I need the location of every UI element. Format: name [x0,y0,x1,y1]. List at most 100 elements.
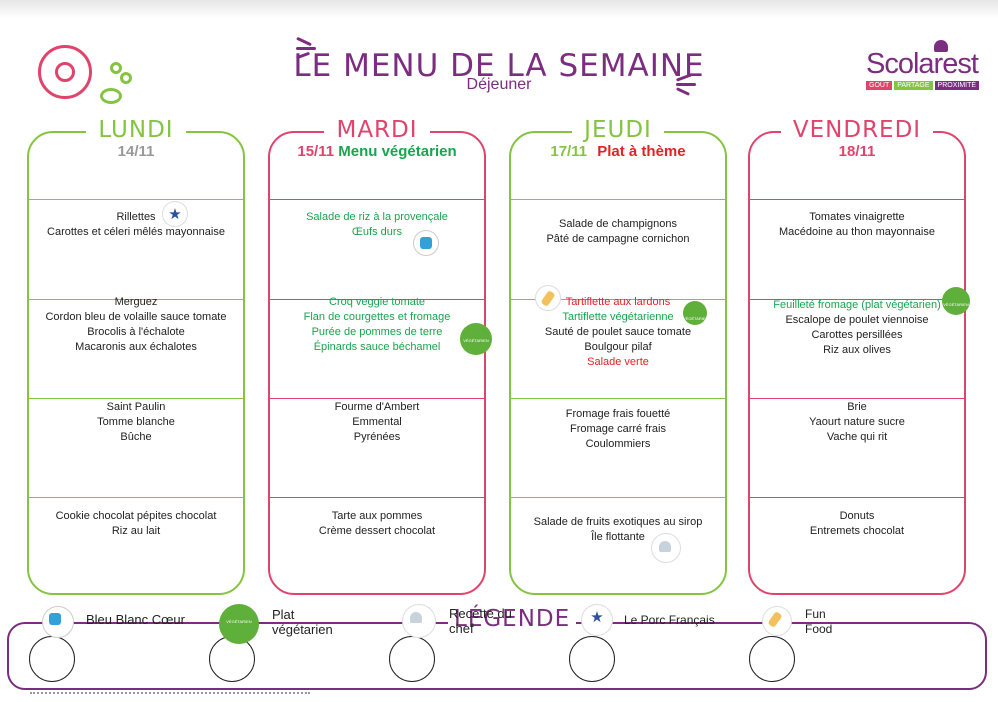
menu-item: Riz aux olives [823,344,891,356]
legend-checkbox [569,636,615,682]
menu-item: Cordon bleu de volaille sauce tomate [45,311,227,323]
day-name: VENDREDI [750,117,964,143]
menu-section-plat: Tartiflette aux lardons Tartiflette végé… [511,295,725,370]
menu-section-dessert: Salade de fruits exotiques au sirop Île … [511,515,725,545]
logo-wordmark: Scolarest [866,48,979,80]
menu-item: Merguez [114,296,158,308]
menu-item: Purée de pommes de terre [311,326,443,338]
vegetarian-icon [942,287,970,315]
scolarest-logo: Scolarest GOÛT PARTAGE PROXIMITÉ [866,40,982,90]
menu-item: Salade verte [587,356,649,368]
legend-checkbox [29,636,75,682]
menu-item: Coulommiers [585,438,651,450]
menu-item: Salade de champignons [558,218,678,230]
logo-tag: GOÛT [866,81,893,90]
menu-item: Œufs durs [351,226,403,238]
legend-checkbox [749,636,795,682]
day-name: LUNDI [29,117,243,143]
menu-section-entree: Salade de riz à la provençale Œufs durs [270,210,484,240]
menu-item: Tomates vinaigrette [809,211,905,223]
chef-hat-icon [651,533,681,563]
menu-item: Sauté de poulet sauce tomate [544,326,692,338]
logo-tagline: GOÛT PARTAGE PROXIMITÉ [866,81,982,90]
vegetarian-icon [219,604,259,644]
day-note: Plat à thème [597,143,686,160]
day-column-lundi: LUNDI 14/11 Rillettes Carottes et céleri… [27,117,245,595]
menu-item: Saint Paulin [106,401,166,413]
bottom-dotted-line [30,692,310,694]
logo-tag: PARTAGE [894,81,933,90]
menu-item: Emmental [352,416,402,428]
menu-item: Tarte aux pommes [331,510,423,522]
day-column-vendredi: VENDREDI 18/11 Tomates vinaigrette Macéd… [748,117,970,595]
day-column-mardi: MARDI 15/11 Menu végétarien Salade de ri… [268,117,492,595]
menu-item: Macaronis aux échalotes [75,341,197,353]
page-title: LE MENU DE LA SEMAINE [293,48,705,84]
menu-item: Pyrénées [353,431,401,443]
menu-item: Fromage frais fouetté [565,408,671,420]
pea-deco-icon [100,88,122,104]
day-column-jeudi: JEUDI 17/11 Plat à thème Salade de champ… [509,117,727,595]
menu-item: Salade de fruits exotiques au sirop [533,516,703,528]
day-name: JEUDI [511,117,725,143]
menu-section-entree: Salade de champignons Pâté de campagne c… [511,217,725,247]
page-subtitle: Déjeuner [466,76,532,93]
legend-checkbox [209,636,255,682]
fun-food-icon [762,606,792,636]
day-date: 15/11 Menu végétarien [297,143,457,160]
day-note: Menu végétarien [338,143,457,160]
menu-item: Salade de riz à la provençale [306,211,448,223]
menu-item: Feuilleté fromage (plat végétarien) [773,299,941,311]
legend-title: LÉGENDE [448,606,577,632]
menu-item: Crème dessert chocolat [318,525,436,537]
day-date: 17/11 Plat à thème [550,143,686,160]
donut-deco-icon [38,45,92,99]
legend-checkbox [389,636,435,682]
menu-item: Carottes persillées [811,329,903,341]
menu-item: Vache qui rit [826,431,888,443]
menu-section-dessert: Donuts Entremets chocolat [750,509,964,539]
menu-item: Donuts [839,510,875,522]
fun-food-icon [535,285,561,311]
top-shadow-bar [0,0,998,18]
header-deco-lines-left [295,36,316,61]
vegetarian-icon [683,301,707,325]
menu-item: Croq veggie tomate [329,296,425,308]
menu-section-fromage: Brie Yaourt nature sucre Vache qui rit [750,400,964,445]
legend-label: Plat végétarien [272,607,333,637]
menu-section-plat: Merguez Cordon bleu de volaille sauce to… [29,295,243,355]
menu-item: Boulgour pilaf [584,341,652,353]
menu-item: Île flottante [591,531,645,543]
menu-item: Épinards sauce béchamel [313,341,441,353]
chef-hat-icon [402,604,436,638]
menu-item: Bûche [120,431,152,443]
menu-section-plat: Croq veggie tomate Flan de courgettes et… [270,295,484,355]
menu-item: Entremets chocolat [809,525,905,537]
day-name: MARDI [270,117,484,143]
pea-deco-icon [120,72,132,84]
legend-label: Recette du chef [449,606,512,636]
menu-item: Yaourt nature sucre [809,416,905,428]
menu-item: Flan de courgettes et fromage [303,311,451,323]
day-date: 14/11 [117,143,155,160]
menu-item: Tomme blanche [97,416,175,428]
menu-section-fromage: Saint Paulin Tomme blanche Bûche [29,400,243,445]
menu-section-entree: Tomates vinaigrette Macédoine au thon ma… [750,210,964,240]
menu-item: Fromage carré frais [570,423,666,435]
menu-item: Pâté de campagne cornichon [546,233,690,245]
pea-deco-icon [110,62,122,74]
menu-item: Rillettes [116,211,156,223]
bleu-blanc-coeur-icon [413,230,439,256]
menu-item: Riz au lait [111,525,161,537]
menu-item: Brocolis à l'échalote [87,326,185,338]
menu-item: Tartiflette aux lardons [565,296,671,308]
menu-item: Brie [847,401,867,413]
menu-item: Tartiflette végétarienne [562,311,674,323]
header-deco-lines-right [675,72,696,97]
chef-hat-icon [934,40,948,52]
menu-item: Macédoine au thon mayonnaise [779,226,935,238]
legend-label: Bleu Blanc Cœur [86,612,185,627]
menu-section-entree: Rillettes Carottes et céleri mêlés mayon… [29,210,243,240]
menu-section-dessert: Tarte aux pommes Crème dessert chocolat [270,509,484,539]
menu-section-plat: Feuilleté fromage (plat végétarien) Esca… [750,298,964,358]
